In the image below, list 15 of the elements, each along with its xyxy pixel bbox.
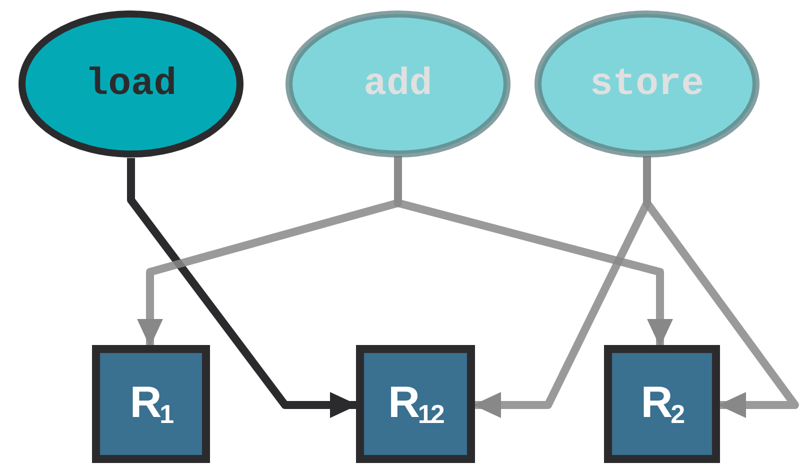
instruction-label: load xyxy=(85,62,177,106)
instruction-ellipse xyxy=(285,10,511,158)
register-label: R$_{12}$ xyxy=(388,378,443,430)
instruction-label: store xyxy=(590,62,704,106)
register-box xyxy=(92,345,210,463)
register-box xyxy=(604,345,720,463)
arrow xyxy=(643,156,799,418)
arrow xyxy=(394,156,673,347)
instruction-ellipse xyxy=(534,10,760,158)
register-label: R$_{2}$ xyxy=(640,378,684,430)
instruction-label: add xyxy=(364,62,432,106)
register-box xyxy=(356,345,475,463)
register-label: R$_{1}$ xyxy=(130,378,172,430)
active-instruction-ellipse xyxy=(18,10,244,158)
arrow xyxy=(127,158,358,418)
